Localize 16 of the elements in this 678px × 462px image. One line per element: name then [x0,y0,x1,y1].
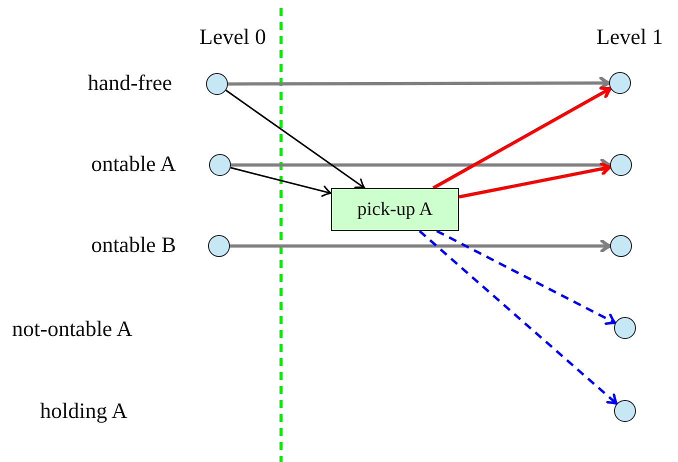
state-circle [208,235,230,257]
state-label: hand-free [88,70,172,96]
state-circle [610,235,632,257]
state-circle [209,154,231,176]
state-label: not-ontable A [12,316,132,342]
state-label: ontable B [91,232,176,258]
state-circle [614,317,636,339]
action-box: pick-up A [331,188,459,231]
state-circle [614,400,636,422]
state-circle [609,72,631,94]
state-label: ontable A [91,151,176,177]
state-label: holding A [40,398,128,424]
level-heading: Level 1 [596,24,663,50]
level-heading: Level 0 [199,24,266,50]
state-circle [610,154,632,176]
state-circle [206,73,228,95]
